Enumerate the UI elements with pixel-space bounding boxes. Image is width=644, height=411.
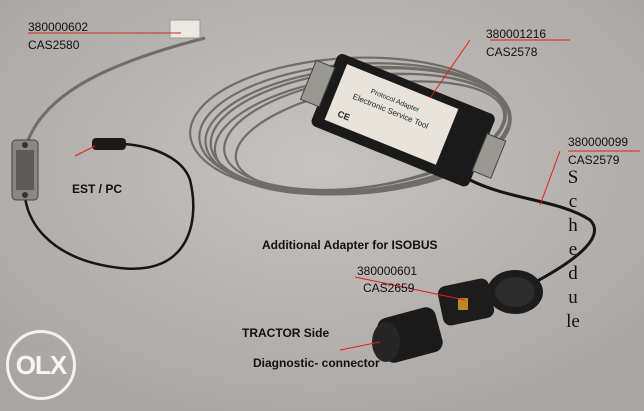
ce-mark: CE	[336, 109, 351, 123]
usb-cable	[23, 142, 195, 270]
additional-adapter-label: Additional Adapter for ISOBUS	[262, 238, 438, 252]
callout-380001216-number: 380001216	[486, 27, 547, 41]
tractor-side-label: TRACTOR Side	[242, 326, 330, 340]
callout-380000099-number: 380000099	[568, 135, 629, 149]
callout-cas2659-code: CAS2659	[363, 281, 415, 295]
callout-cas2579-code: CAS2579	[568, 153, 620, 167]
leader-lines	[28, 32, 640, 351]
pc-plug	[92, 138, 126, 150]
callout-cas2578-code: CAS2578	[486, 45, 538, 59]
cable-tag	[169, 19, 201, 39]
protocol-adapter: Protocol Adapter Electronic Service Tool…	[299, 54, 507, 187]
olx-watermark: OLX	[6, 330, 76, 400]
callout-cas2580-code: CAS2580	[28, 38, 80, 52]
pc-db9-connector	[11, 139, 39, 201]
callout-380000602-number: 380000602	[28, 20, 89, 34]
est-pc-label: EST / PC	[72, 182, 123, 196]
adapter-cable	[469, 178, 597, 292]
callout-380000601-number: 380000601	[357, 264, 418, 278]
pc-cable	[23, 36, 206, 151]
schedule-vertical-text: Schedule	[566, 167, 580, 332]
diagnostic-connector-label: Diagnostic- connector	[253, 356, 380, 370]
isobus-adapter	[372, 270, 543, 363]
